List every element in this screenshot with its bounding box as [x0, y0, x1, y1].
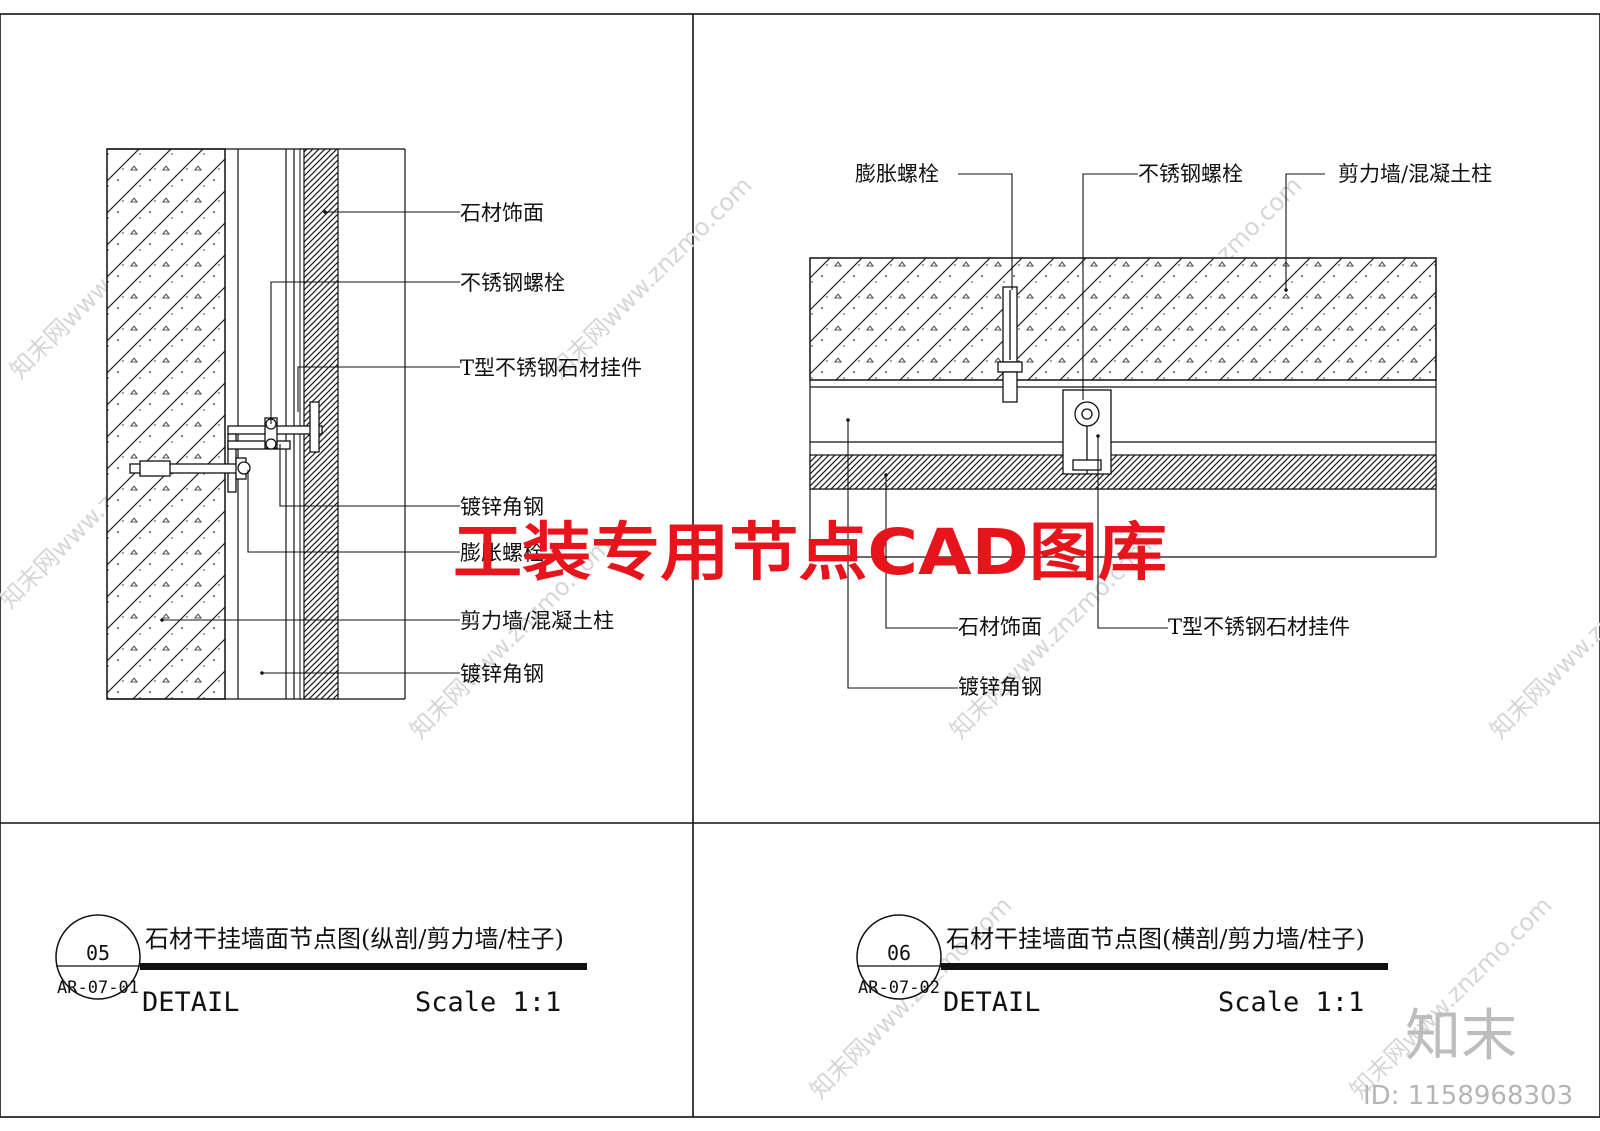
bubble-ref: AR-07-01 — [57, 978, 139, 998]
detail-label: DETAIL — [142, 987, 240, 1018]
detail-title: 石材干挂墙面节点图(纵剖/剪力墙/柱子) — [145, 925, 564, 953]
stone-panel — [809, 454, 1437, 490]
label-t-hanger: T型不锈钢石材挂件 — [460, 356, 642, 380]
label-ss-bolt: 不锈钢螺栓 — [460, 271, 565, 295]
drawing-frame — [0, 13, 1600, 1118]
label-t-hanger: T型不锈钢石材挂件 — [1168, 615, 1350, 639]
label-stone-face: 石材饰面 — [958, 615, 1042, 639]
scale-label: Scale 1:1 — [1218, 987, 1364, 1018]
left-labels: 石材饰面 不锈钢螺栓 T型不锈钢石材挂件 镀锌角钢 膨胀螺栓 剪力墙/混凝土柱 … — [460, 201, 642, 686]
t-hanger-drawing — [1062, 389, 1112, 475]
bubble-ref: AR-07-02 — [858, 978, 940, 998]
label-ss-bolt: 不锈钢螺栓 — [1138, 162, 1243, 186]
watermark-text: 知末网www.znzmo.com — [1484, 531, 1600, 744]
site-logo: 知末 — [1405, 1004, 1517, 1069]
label-shear-wall: 剪力墙/混凝土柱 — [1338, 162, 1492, 186]
stone-panel — [303, 148, 339, 700]
bubble-number: 06 — [887, 941, 911, 965]
label-shear-wall: 剪力墙/混凝土柱 — [460, 609, 614, 633]
scale-label: Scale 1:1 — [415, 987, 561, 1018]
right-leaders — [846, 173, 1325, 689]
label-galv-angle: 镀锌角钢 — [958, 675, 1042, 699]
label-stone-face: 石材饰面 — [460, 201, 544, 225]
expansion-bolt-drawing — [997, 286, 1023, 403]
right-title-block: 06 AR-07-02 石材干挂墙面节点图(横剖/剪力墙/柱子) DETAIL … — [856, 914, 1388, 1018]
label-expansion-bolt: 膨胀螺栓 — [460, 541, 544, 565]
concrete-wall — [809, 257, 1437, 381]
detail-label: DETAIL — [943, 987, 1041, 1018]
left-title-block: 05 AR-07-01 石材干挂墙面节点图(纵剖/剪力墙/柱子) DETAIL … — [55, 914, 587, 1018]
watermark-text: 知末网www.znzmo.com — [1344, 891, 1557, 1104]
watermark-text: 知末网www.znzmo.com — [544, 171, 757, 384]
detail-title: 石材干挂墙面节点图(横剖/剪力墙/柱子) — [946, 925, 1365, 953]
detail-bubble — [856, 914, 942, 1000]
detail-bubble — [55, 914, 141, 1000]
label-galv-angle: 镀锌角钢 — [460, 662, 544, 686]
right-detail-drawing: 膨胀螺栓 不锈钢螺栓 剪力墙/混凝土柱 石材饰面 T型不锈钢石材挂件 镀锌角钢 — [809, 162, 1492, 699]
left-leaders — [160, 210, 460, 675]
bubble-number: 05 — [86, 941, 110, 965]
promo-banner: 工装专用节点CAD图库 — [453, 516, 1167, 589]
asset-id: ID: 1158968303 — [1363, 1081, 1573, 1111]
label-galv-angle: 镀锌角钢 — [460, 495, 544, 519]
concrete-wall — [106, 148, 226, 700]
left-detail-drawing: 石材饰面 不锈钢螺栓 T型不锈钢石材挂件 镀锌角钢 膨胀螺栓 剪力墙/混凝土柱 … — [106, 148, 642, 700]
right-labels: 膨胀螺栓 不锈钢螺栓 剪力墙/混凝土柱 石材饰面 T型不锈钢石材挂件 镀锌角钢 — [855, 162, 1492, 699]
cavity-lines — [107, 148, 406, 700]
bracket-assembly — [129, 401, 323, 493]
label-expansion-bolt: 膨胀螺栓 — [855, 162, 939, 186]
